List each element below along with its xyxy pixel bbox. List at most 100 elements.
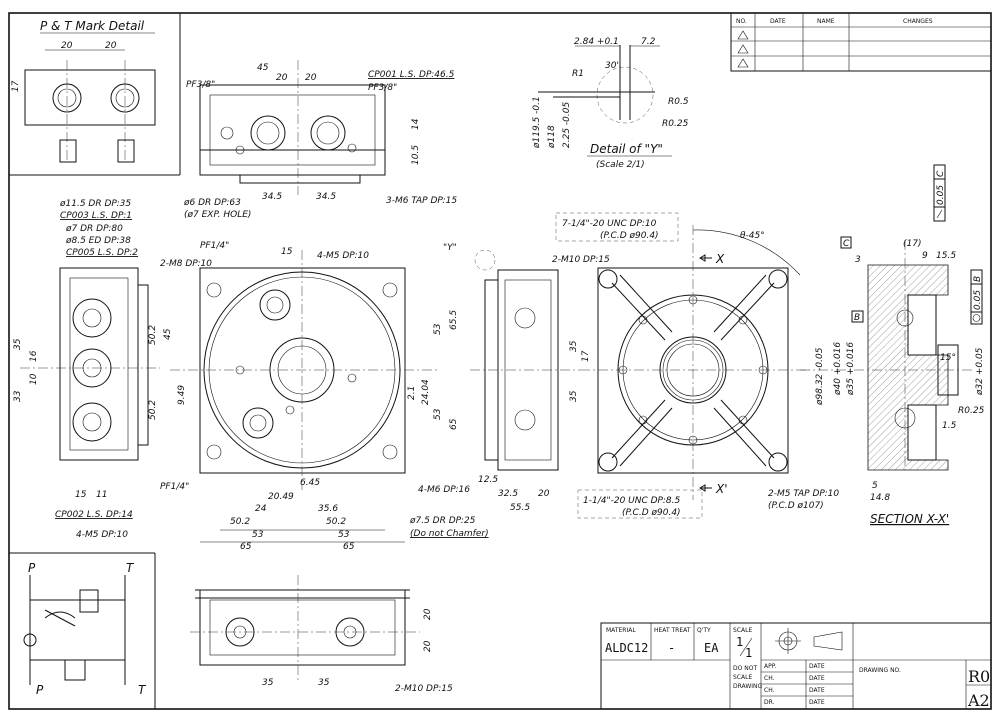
detail-title: Detail of "Y" bbox=[590, 142, 663, 156]
rear-view: 7-1/4"-20 UNC DP:10 (P.C.D ø90.4) θ-45° … bbox=[555, 212, 839, 519]
port-callout: CP001 L.S. DP:46.5 bbox=[368, 70, 455, 80]
revision-header-date: DATE bbox=[770, 18, 786, 25]
port-callout: PF3/8" bbox=[186, 80, 215, 90]
dimension: 35 bbox=[13, 338, 23, 350]
revision-header-name: NAME bbox=[817, 18, 835, 25]
dimension: 50.2 bbox=[148, 400, 158, 420]
dimension: 65 bbox=[449, 418, 459, 430]
dimension: 65.5 bbox=[449, 310, 459, 330]
dimension: 20 bbox=[276, 73, 288, 83]
tap-callout: 2-M8 DP:10 bbox=[160, 259, 212, 269]
dimension: ø98.32 -0.05 bbox=[815, 347, 825, 406]
date-label: DATE bbox=[809, 663, 825, 670]
hole-callout: ø11.5 DR DP:35 bbox=[59, 199, 131, 209]
dimension: 20 bbox=[538, 489, 550, 499]
hole-callout: ø8.5 ED DP:38 bbox=[65, 236, 131, 246]
radius-dimension: R0.25 bbox=[662, 119, 689, 129]
material-value: ALDC12 bbox=[605, 641, 648, 655]
dimension: 7.2 bbox=[641, 37, 656, 47]
angle-dimension: 30' bbox=[605, 61, 619, 71]
port-callout: PF3/8" bbox=[368, 83, 397, 93]
tap-callout: 3-M6 TAP DP:15 bbox=[386, 196, 457, 206]
sign-row-label: APP. bbox=[764, 663, 776, 670]
tap-callout: 4-M5 DP:10 bbox=[317, 251, 369, 261]
dimension: 14 bbox=[411, 118, 421, 130]
hole-callout: ø7 DR DP:80 bbox=[65, 224, 123, 234]
tolerance-value: 0.05 bbox=[973, 290, 983, 310]
scale-numerator: 1 bbox=[736, 635, 743, 649]
tap-callout: 2-M10 DP:15 bbox=[395, 684, 453, 694]
dimension: 35.6 bbox=[318, 504, 338, 514]
port-label: T bbox=[126, 561, 135, 575]
hole-callout: ø6 DR DP:63 bbox=[183, 198, 241, 208]
circularity-icon bbox=[972, 314, 981, 322]
dimension: 3 bbox=[855, 255, 861, 265]
dimension: R0.25 bbox=[958, 406, 985, 416]
hole-callout: CP005 L.S. DP:2 bbox=[66, 248, 138, 258]
tolerance-datum: C bbox=[936, 170, 946, 177]
dimension: (17) bbox=[903, 239, 921, 249]
hole-callout: 4-M5 DP:10 bbox=[76, 530, 128, 540]
tap-callout: 4-M6 DP:16 bbox=[418, 485, 470, 495]
port-label: P bbox=[28, 561, 36, 575]
dimension: 50.2 bbox=[148, 325, 158, 345]
do-not-scale-text: DO NOT bbox=[733, 665, 757, 672]
tap-callout: (P.C.D ø90.4) bbox=[600, 231, 659, 241]
dimension: 9.49 bbox=[177, 385, 187, 405]
dimension: 2.1 bbox=[407, 386, 417, 400]
qty-value: EA bbox=[704, 641, 719, 655]
parallelism-icon bbox=[936, 209, 943, 219]
angle-dimension: 15° bbox=[940, 353, 956, 363]
hydraulic-symbol: P T P T bbox=[23, 561, 147, 697]
dimension: 11 bbox=[96, 490, 107, 500]
dimension: 50.2 bbox=[230, 517, 250, 527]
angle-dimension: θ-45° bbox=[740, 231, 765, 241]
dimension: 20 bbox=[105, 41, 117, 51]
dimension: 20 bbox=[61, 41, 73, 51]
dimension: 53 bbox=[433, 408, 443, 420]
section-marker: X bbox=[715, 252, 725, 266]
revision-header-changes: CHANGES bbox=[903, 18, 933, 25]
section-arrow-icon bbox=[699, 484, 712, 492]
dimension: 33 bbox=[13, 390, 23, 402]
drawing-border bbox=[8, 12, 992, 710]
tap-callout: 2-M10 DP:15 bbox=[552, 255, 610, 265]
dimension: 65 bbox=[343, 542, 355, 552]
title-block: MATERIAL ALDC12 HEAT TREAT - Q'TY EA SCA… bbox=[600, 622, 992, 710]
dimension: 14.8 bbox=[870, 493, 890, 503]
dimension: ø35 +0.016 bbox=[846, 342, 856, 396]
port-callout: PF1/4" bbox=[200, 241, 229, 251]
tap-callout: 2-M5 TAP DP:10 bbox=[768, 489, 839, 499]
heat-treat-value: - bbox=[668, 641, 675, 655]
dimension: 45 bbox=[163, 328, 173, 340]
radius-dimension: R1 bbox=[572, 69, 584, 79]
dimension: 45 bbox=[257, 63, 269, 73]
left-view: ø11.5 DR DP:35 CP003 L.S. DP:1 ø7 DR DP:… bbox=[13, 199, 160, 540]
dimension: 16 bbox=[29, 350, 39, 362]
dimension: 12.5 bbox=[478, 475, 498, 485]
section-marker: X' bbox=[715, 482, 728, 496]
dimension: 17 bbox=[11, 80, 21, 92]
revision-triangle-icon bbox=[737, 30, 749, 68]
dimension: 6.45 bbox=[300, 478, 320, 488]
scale-denominator: 1 bbox=[745, 646, 752, 660]
dimension: 35 bbox=[569, 340, 579, 352]
heat-treat-label: HEAT TREAT bbox=[654, 627, 691, 634]
tolerance-datum: B bbox=[973, 276, 983, 282]
dimension: ø32 +0.05 bbox=[975, 347, 985, 396]
dimension: 35 bbox=[318, 678, 330, 688]
datum-label: B bbox=[854, 313, 860, 323]
dimension: 24.04 bbox=[421, 379, 431, 405]
scale-label: SCALE bbox=[733, 627, 752, 634]
dimension: 55.5 bbox=[510, 503, 530, 513]
detail-y-view: 2.84 +0.1 7.2 R1 30' R0.5 R0.25 ø119.5 -… bbox=[532, 37, 689, 170]
dimension: 53 bbox=[252, 530, 264, 540]
section-arrow-icon bbox=[699, 254, 712, 262]
revision-header-no: NO. bbox=[736, 18, 747, 25]
bottom-view: 20 20 35 35 2-M10 DP:15 bbox=[190, 575, 453, 694]
detail-marker: "Y" bbox=[443, 243, 457, 253]
dimension: 10.5 bbox=[411, 145, 421, 165]
dimension: 53 bbox=[338, 530, 350, 540]
pt-mark-detail-view: P & T Mark Detail 20 20 17 bbox=[11, 19, 156, 163]
dimension: 32.5 bbox=[498, 489, 518, 499]
